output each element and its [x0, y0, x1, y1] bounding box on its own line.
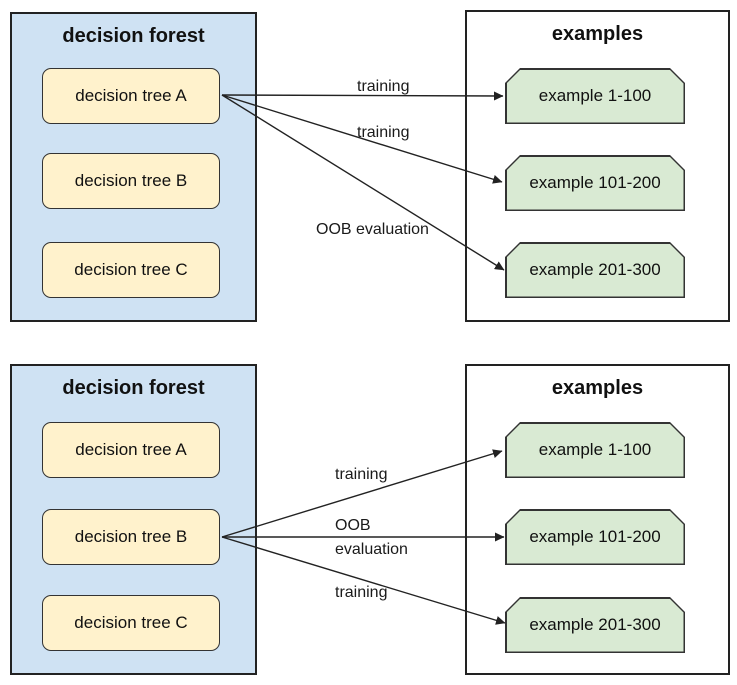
- arrow-label-training: training: [357, 78, 410, 95]
- examples-panel-title: examples: [551, 377, 644, 399]
- tree-node-a: decision tree A: [42, 68, 220, 124]
- example-node-1-100: example 1-100: [505, 422, 685, 478]
- tree-node-c: decision tree C: [42, 242, 220, 298]
- example-node-201-300: example 201-300: [505, 597, 685, 653]
- tree-node-a: decision tree A: [42, 422, 220, 478]
- examples-panel-title: examples: [551, 23, 644, 45]
- tree-node-label: decision tree A: [75, 86, 187, 105]
- arrow-label-oob-evaluation: OOB evaluation: [335, 517, 408, 558]
- example-node-fill: [507, 244, 684, 297]
- example-node-1-100: example 1-100: [505, 68, 685, 124]
- decision-forest-panel-top: decision forest decision tree A decision…: [10, 12, 257, 322]
- forest-panel-title: decision forest: [62, 377, 205, 399]
- tree-node-b: decision tree B: [42, 509, 220, 565]
- example-node-fill: [507, 157, 684, 210]
- tree-node-b: decision tree B: [42, 153, 220, 209]
- example-node-label: example 101-200: [529, 527, 661, 546]
- example-node-201-300: example 201-300: [505, 242, 685, 298]
- example-node-101-200: example 101-200: [505, 509, 685, 565]
- example-node-label: example 201-300: [529, 260, 661, 279]
- example-node-fill: [507, 424, 684, 477]
- examples-panel-bottom: examples example 1-100 example 101-200 e…: [465, 364, 730, 675]
- example-node-101-200: example 101-200: [505, 155, 685, 211]
- arrow-label-oob-evaluation: OOB evaluation: [316, 221, 429, 238]
- tree-node-label: decision tree A: [75, 440, 187, 459]
- tree-node-label: decision tree C: [74, 613, 188, 632]
- examples-panel-top: examples example 1-100 example 101-200 e…: [465, 10, 730, 322]
- arrow-label-training: training: [335, 584, 388, 601]
- tree-node-c: decision tree C: [42, 595, 220, 651]
- example-node-fill: [507, 511, 684, 564]
- example-node-fill: [507, 599, 684, 652]
- tree-node-label: decision tree B: [74, 527, 188, 546]
- forest-panel-title: decision forest: [62, 25, 205, 47]
- arrow-label-training: training: [357, 124, 410, 141]
- example-node-label: example 101-200: [529, 173, 661, 192]
- tree-node-label: decision tree C: [74, 260, 188, 279]
- example-node-label: example 1-100: [538, 86, 652, 105]
- arrow-oob-a-3: [221, 94, 505, 271]
- arrow-label-training: training: [335, 466, 388, 483]
- example-node-label: example 1-100: [538, 440, 652, 459]
- example-node-fill: [507, 70, 684, 123]
- example-node-label: example 201-300: [529, 615, 661, 634]
- decision-forest-panel-bottom: decision forest decision tree A decision…: [10, 364, 257, 675]
- tree-node-label: decision tree B: [74, 171, 188, 190]
